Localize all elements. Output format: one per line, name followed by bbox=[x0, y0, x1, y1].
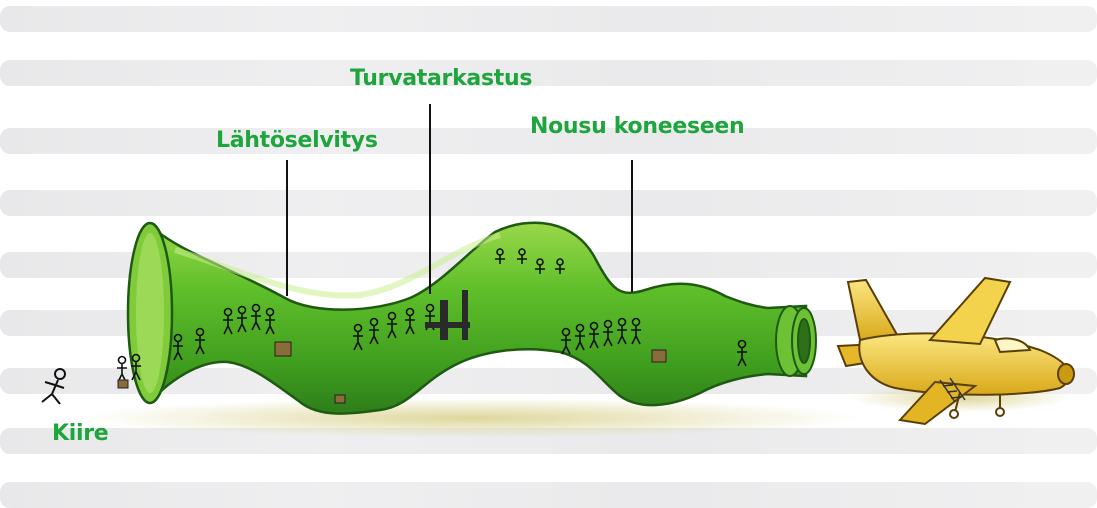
bottle-icon bbox=[134, 223, 806, 414]
label-check-in: Lähtöselvitys bbox=[216, 128, 378, 153]
label-boarding: Nousu koneeseen bbox=[530, 114, 744, 139]
label-security: Turvatarkastus bbox=[350, 66, 532, 91]
ground-shadow bbox=[80, 398, 860, 438]
bottle-neck bbox=[776, 306, 816, 376]
running-person-icon bbox=[42, 369, 65, 404]
label-rush: Kiire bbox=[52, 421, 108, 446]
